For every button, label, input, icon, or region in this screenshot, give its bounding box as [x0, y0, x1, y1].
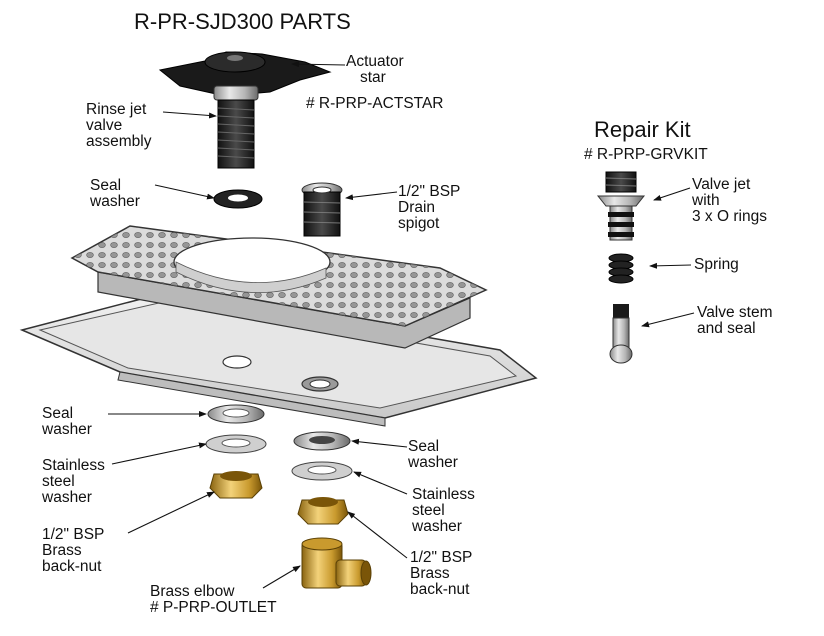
leader-lines: [108, 61, 695, 589]
actuator-star-art: [158, 51, 332, 97]
rinse-jet-art: [213, 85, 259, 169]
seal-washer-top-art: [213, 189, 263, 209]
label-rinse-jet: Rinse jet valve assembly: [86, 101, 152, 150]
label-actuator-star: Actuator star: [346, 53, 404, 86]
grid-plate: [70, 225, 488, 349]
page-title: R-PR-SJD300 PARTS: [134, 9, 351, 34]
label-actuator-code: # R-PRP-ACTSTAR: [306, 95, 444, 112]
label-brass-elbow: Brass elbow # P-PRP-OUTLET: [150, 583, 277, 616]
label-stainless-right: Stainless steel washer: [412, 486, 475, 535]
drip-tray: [19, 291, 538, 427]
drain-spigot-art: [301, 182, 343, 237]
label-backnut-left: 1/2" BSP Brass back-nut: [42, 526, 105, 575]
label-seal-washer-right: Seal washer: [408, 438, 458, 471]
label-valve-jet: Valve jet with 3 x O rings: [692, 176, 767, 225]
label-seal-washer-top: Seal washer: [90, 177, 140, 210]
right-bottom-parts-art: [291, 431, 372, 589]
label-spring: Spring: [694, 256, 739, 273]
label-stainless-left: Stainless steel washer: [42, 457, 105, 506]
repair-kit-title: Repair Kit: [594, 117, 691, 142]
label-backnut-right: 1/2" BSP Brass back-nut: [410, 549, 473, 598]
label-valve-stem: Valve stem and seal: [697, 304, 773, 337]
left-bottom-parts-art: [205, 404, 267, 499]
label-drain-spigot: 1/2" BSP Drain spigot: [398, 183, 461, 232]
repair-kit-code: # R-PRP-GRVKIT: [584, 146, 708, 163]
label-seal-washer-left: Seal washer: [42, 405, 92, 438]
repair-kit-art: [596, 171, 646, 364]
